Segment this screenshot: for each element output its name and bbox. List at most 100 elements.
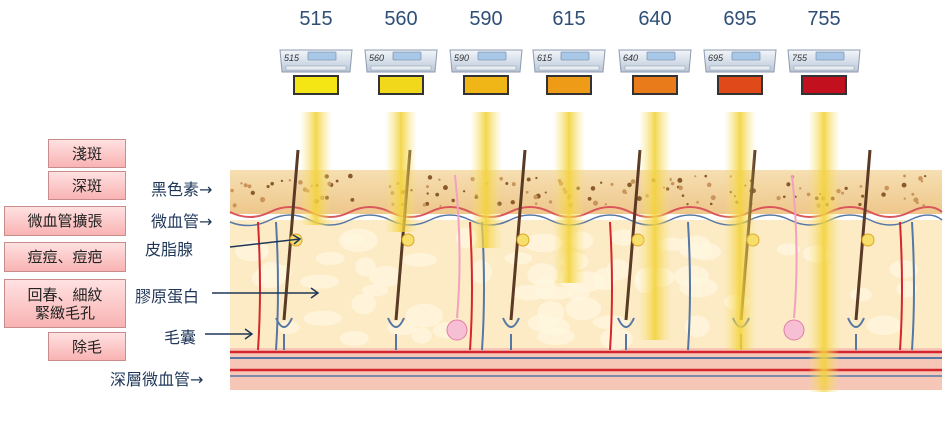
- collagen-fiber: [402, 253, 438, 267]
- melanin-granule: [841, 191, 844, 195]
- sweat-coil: [446, 319, 468, 341]
- hair-2: [502, 149, 530, 350]
- filter-window: [560, 51, 590, 61]
- wavelength-755: 755: [807, 8, 841, 30]
- sweat-coil: [783, 319, 805, 341]
- vein-vertical: [687, 221, 691, 351]
- melanin-granule: [604, 203, 608, 206]
- collagen-fiber: [351, 293, 377, 315]
- follicle-bulb: [275, 317, 293, 328]
- filter-head-615: 615: [532, 49, 606, 95]
- collagen-fiber: [527, 263, 559, 287]
- label-collagen: 膠原蛋白: [135, 287, 200, 306]
- filter-head-590: 590: [449, 49, 523, 95]
- hair-shaft: [509, 149, 527, 321]
- hair-shaft: [282, 149, 300, 321]
- melanin-granule: [776, 195, 781, 201]
- label-sebaceous: 皮脂腺: [145, 240, 194, 259]
- collagen-fiber: [537, 300, 565, 325]
- collagen-fiber: [684, 315, 710, 338]
- follicle-bulb: [847, 317, 865, 328]
- melanin-granule: [861, 194, 865, 198]
- melanin-granule: [533, 194, 538, 200]
- melanin-granule: [706, 182, 712, 188]
- beam-615: [553, 112, 585, 283]
- sebaceous-arrow: [229, 238, 301, 248]
- hair-shaft: [624, 149, 642, 321]
- vein-vertical: [275, 221, 279, 351]
- artery-vertical: [899, 221, 903, 351]
- melanin-granule: [694, 175, 697, 178]
- collagen-fiber: [776, 243, 801, 256]
- beam-640: [639, 112, 671, 340]
- collagen-fiber: [674, 265, 710, 287]
- filter-head-755: 755: [787, 49, 861, 95]
- sweat-duct: [454, 174, 461, 319]
- collagen-arrowhead: [310, 287, 320, 299]
- melanin-granule: [548, 200, 553, 204]
- collagen-fiber: [537, 328, 575, 346]
- sebaceous-arrowhead: [292, 234, 302, 245]
- melanin-granule: [250, 190, 255, 196]
- filter-number: 560: [369, 53, 384, 63]
- wavelength-515: 515: [299, 8, 333, 30]
- collagen-fiber: [850, 287, 872, 302]
- filter-rim: [455, 65, 517, 71]
- melanin-granule: [610, 182, 614, 186]
- collagen-fiber: [470, 260, 492, 284]
- melanin-granule: [923, 175, 927, 178]
- artery-vertical: [609, 221, 613, 351]
- melanin-granule: [677, 177, 683, 183]
- melanin-granule: [348, 173, 353, 179]
- collagen-fiber: [609, 229, 637, 246]
- melanin-granule: [288, 179, 292, 182]
- filter-number: 695: [708, 53, 724, 63]
- beam-515: [300, 112, 332, 225]
- melanin-granule: [232, 203, 237, 208]
- melanin-granule: [350, 197, 355, 202]
- beam-560: [385, 112, 417, 232]
- collagen-fiber: [535, 286, 574, 300]
- beam-755: [808, 112, 840, 392]
- melanin-granule: [247, 184, 252, 189]
- label-melanin: 黑色素→: [151, 180, 213, 199]
- melanin-granule: [881, 192, 886, 197]
- melanin-granule: [913, 197, 919, 203]
- melanin-granule: [858, 202, 862, 207]
- collagen-fiber: [368, 265, 403, 287]
- filter-number: 640: [623, 53, 638, 63]
- wavelength-640: 640: [638, 8, 672, 30]
- melanin-granule: [918, 176, 923, 181]
- collagen-fiber: [679, 244, 713, 259]
- wavelength-590: 590: [469, 8, 503, 30]
- collagen-fiber: [411, 327, 432, 344]
- filter-rim: [538, 65, 600, 71]
- vertical-vessels: [257, 221, 915, 351]
- collagen-fiber: [405, 303, 443, 328]
- melanin-granule: [911, 192, 915, 196]
- collagen-fiber: [355, 257, 376, 277]
- filter-rim: [624, 65, 686, 71]
- melanin-granule: [544, 191, 547, 194]
- filter-color-swatch: [717, 75, 763, 95]
- filter-window: [731, 51, 761, 61]
- melanin-granule: [782, 195, 786, 199]
- collagen-fiber: [387, 320, 417, 336]
- melanin-granule: [592, 200, 599, 206]
- collagen-fiber: [339, 331, 369, 346]
- filter-window: [477, 51, 507, 61]
- melanin-granule: [505, 181, 509, 185]
- collagen-fiber: [565, 297, 602, 321]
- vein-vertical: [911, 221, 915, 351]
- collagen-fiber: [342, 232, 364, 246]
- melanin-granule: [704, 174, 708, 178]
- filter-rim: [370, 65, 432, 71]
- sebaceous-gland: [516, 233, 530, 247]
- melanin-granule: [335, 179, 339, 183]
- collagen-fiber: [299, 274, 340, 289]
- wavelength-560: 560: [384, 8, 418, 30]
- melanin-granule: [901, 182, 907, 188]
- filter-color-swatch: [801, 75, 847, 95]
- melanin-granule: [903, 174, 907, 178]
- melanin-granule: [243, 183, 248, 188]
